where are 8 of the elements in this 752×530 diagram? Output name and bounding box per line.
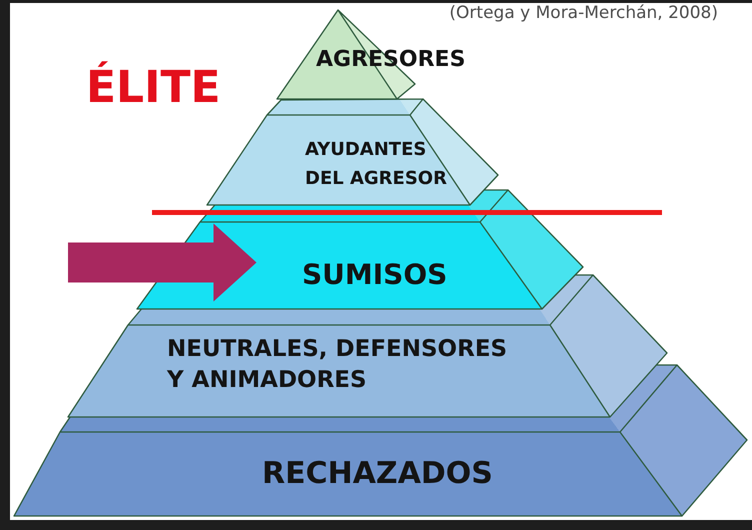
- tier-label: NEUTRALES, DEFENSORES Y ANIMADORES: [167, 335, 508, 395]
- pyramid-tier: [135, 188, 585, 311]
- heading: ÉLITE: [86, 62, 221, 115]
- tier-label: AYUDANTES DEL AGRESOR: [305, 138, 448, 191]
- tier-label: SUMISOS: [302, 258, 448, 292]
- citation: (Ortega y Mora-Merchán, 2008): [449, 3, 718, 24]
- tier-label: RECHAZADOS: [262, 456, 494, 492]
- block-arrow: [68, 224, 256, 302]
